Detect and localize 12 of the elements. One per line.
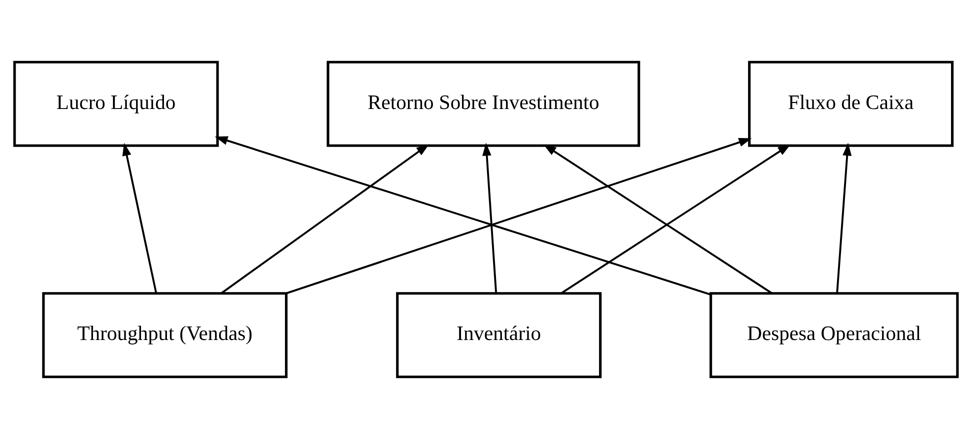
node-box: Fluxo de Caixa bbox=[748, 60, 954, 147]
arrow bbox=[286, 138, 752, 294]
node-box: Throughput (Vendas) bbox=[42, 292, 288, 378]
arrow bbox=[214, 136, 711, 296]
node-box: Despesa Operacional bbox=[710, 292, 959, 378]
arrow bbox=[122, 142, 158, 294]
node-box: Retorno Sobre Investimento bbox=[326, 60, 640, 147]
arrow bbox=[220, 144, 430, 294]
arrow bbox=[482, 142, 498, 294]
node-box: Inventário bbox=[396, 292, 602, 378]
node-box: Lucro Líquido bbox=[13, 60, 219, 147]
arrow bbox=[836, 142, 852, 294]
